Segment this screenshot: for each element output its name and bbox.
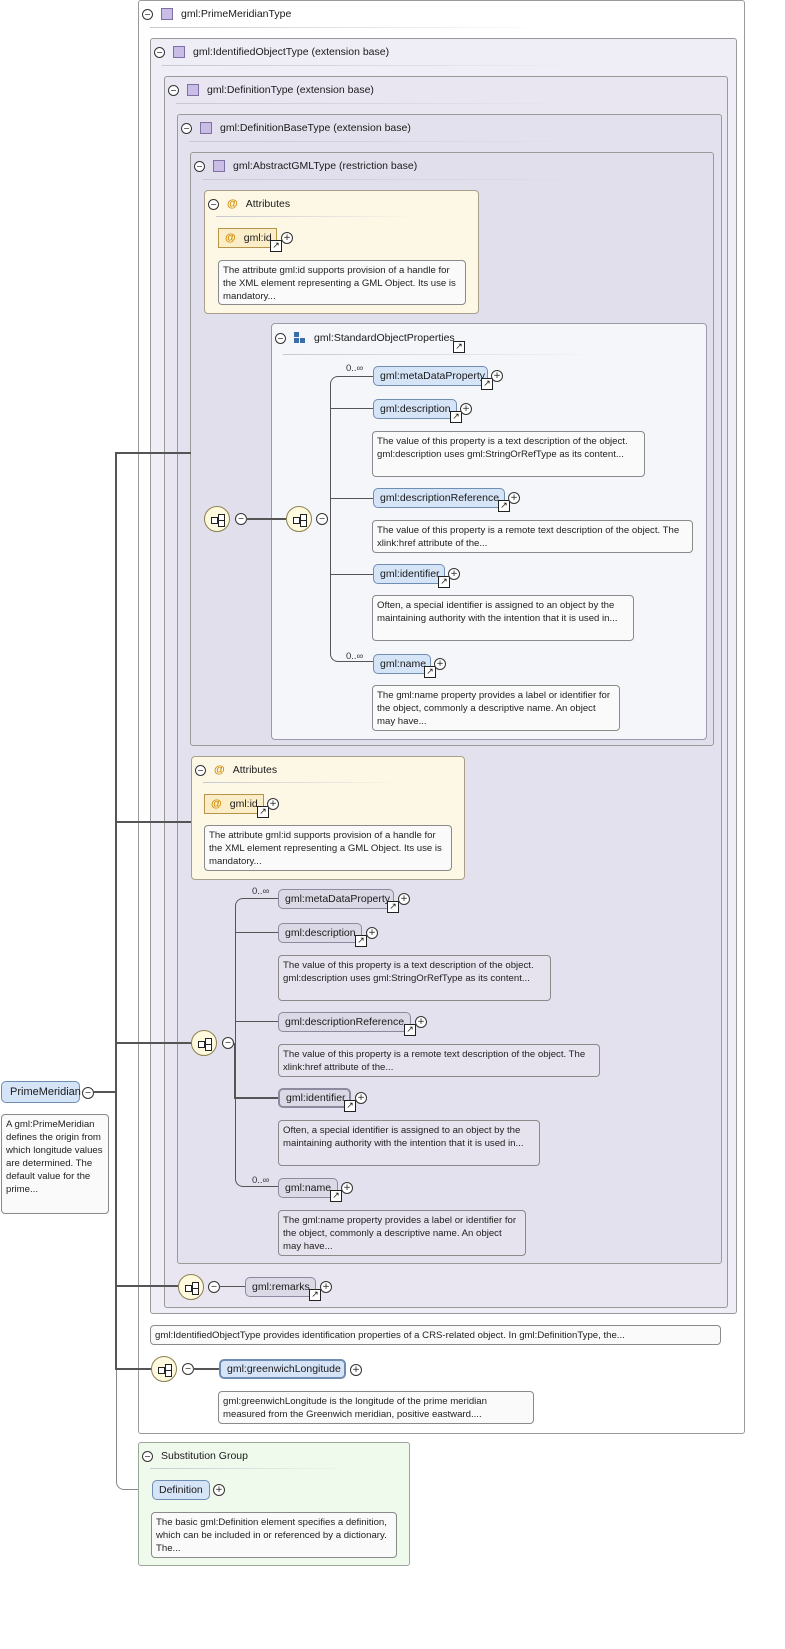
gml-name-element[interactable]: gml:name [278,1178,338,1198]
arrow-ne-icon[interactable]: ↗ [270,240,282,252]
at-sign-icon: @ [211,798,222,810]
plus-circle-icon[interactable]: + [491,370,503,382]
complex-type-icon [187,84,199,96]
arrow-ne-icon[interactable]: ↗ [309,1289,321,1301]
sequence-compositor-icon[interactable] [286,506,312,532]
plus-circle-icon[interactable]: + [448,568,460,580]
complex-type-icon [213,160,225,172]
gml-identifier-element[interactable]: gml:identifier [373,564,445,584]
gml-identifier-element[interactable]: gml:identifier [278,1088,351,1108]
minus-circle-icon[interactable]: − [82,1087,94,1099]
gml-id-description: The attribute gml:id supports provision … [204,825,452,871]
arrow-ne-icon[interactable]: ↗ [344,1100,356,1112]
arrow-ne-icon[interactable]: ↗ [453,341,465,353]
frame-title: gml:DefinitionType (extension base) [207,84,374,96]
substitution-header: Substitution Group [161,1450,248,1462]
definition-desc: The basic gml:Definition element specifi… [151,1512,397,1558]
sequence-compositor-icon[interactable] [178,1274,204,1300]
gml-identifier-desc: Often, a special identifier is assigned … [372,595,634,641]
plus-circle-icon[interactable]: + [281,232,293,244]
minus-circle-icon[interactable]: − [182,1363,194,1375]
collapse-icon[interactable]: − [194,160,205,172]
gml-metadataproperty-element[interactable]: gml:metaDataProperty [278,889,394,909]
arrow-ne-icon[interactable]: ↗ [450,411,462,423]
collapse-icon[interactable]: − [275,332,286,344]
gml-description-desc: The value of this property is a text des… [278,955,551,1001]
frame-title: gml:IdentifiedObjectType (extension base… [193,46,390,58]
gml-identifier-desc: Often, a special identifier is assigned … [278,1120,540,1166]
gml-id-description: The attribute gml:id supports provision … [218,260,466,305]
plus-circle-icon[interactable]: + [320,1281,332,1293]
minus-circle-icon[interactable]: − [208,1281,220,1293]
gml-greenwichlongitude-element[interactable]: gml:greenwichLongitude [219,1359,346,1379]
plus-circle-icon[interactable]: + [267,798,279,810]
plus-circle-icon[interactable]: + [366,927,378,939]
arrow-ne-icon[interactable]: ↗ [387,901,399,913]
at-sign-icon: @ [214,764,225,776]
arrow-ne-icon[interactable]: ↗ [404,1024,416,1036]
gml-description-element[interactable]: gml:description [278,923,362,943]
sequence-compositor-icon[interactable] [151,1356,177,1382]
at-sign-icon: @ [227,198,238,210]
sequence-compositor-icon[interactable] [191,1030,217,1056]
gml-greenwichlongitude-desc: gml:greenwichLongitude is the longitude … [218,1391,534,1424]
attributes-header: Attributes [232,764,278,776]
plus-circle-icon[interactable]: + [398,893,410,905]
complex-type-icon [161,8,173,20]
gml-metadataproperty-element[interactable]: gml:metaDataProperty [373,366,488,386]
collapse-icon[interactable]: − [181,122,192,134]
plus-circle-icon[interactable]: + [415,1016,427,1028]
complex-type-icon [173,46,185,58]
prime-meridian-desc: A gml:PrimeMeridian defines the origin f… [1,1114,109,1214]
gml-descriptionreference-desc: The value of this property is a remote t… [372,520,693,553]
sequence-compositor-icon[interactable] [204,506,230,532]
frame-title: gml:DefinitionBaseType (extension base) [220,122,411,134]
gml-remarks-element[interactable]: gml:remarks [245,1277,316,1297]
arrow-ne-icon[interactable]: ↗ [481,378,493,390]
frame-title: gml:PrimeMeridianType [181,8,292,20]
arrow-ne-icon[interactable]: ↗ [424,666,436,678]
collapse-icon[interactable]: − [142,8,153,20]
collapse-icon[interactable]: − [208,198,219,210]
at-sign-icon: @ [225,232,236,244]
attributes-header: Attributes [245,198,291,210]
gml-name-desc: The gml:name property provides a label o… [372,685,620,731]
collapse-icon[interactable]: − [142,1450,153,1462]
minus-circle-icon[interactable]: − [222,1037,234,1049]
collapse-icon[interactable]: − [154,46,165,58]
gml-id-attribute[interactable]: @ gml:id [204,794,264,814]
group-icon [294,332,306,344]
plus-circle-icon[interactable]: + [460,403,472,415]
arrow-ne-icon[interactable]: ↗ [498,500,510,512]
gml-descriptionreference-element[interactable]: gml:descriptionReference [278,1012,411,1032]
plus-circle-icon[interactable]: + [350,1364,362,1376]
prime-meridian-element[interactable]: PrimeMeridian [1,1081,81,1103]
standard-props-header: gml:StandardObjectProperties [314,332,455,344]
plus-circle-icon[interactable]: + [213,1484,225,1496]
arrow-ne-icon[interactable]: ↗ [438,576,450,588]
gml-descriptionreference-desc: The value of this property is a remote t… [278,1044,600,1077]
definition-element[interactable]: Definition [152,1480,210,1500]
collapse-icon[interactable]: − [195,764,206,776]
complex-type-icon [200,122,212,134]
arrow-ne-icon[interactable]: ↗ [257,806,269,818]
arrow-ne-icon[interactable]: ↗ [355,935,367,947]
plus-circle-icon[interactable]: + [355,1092,367,1104]
collapse-icon[interactable]: − [168,84,179,96]
identified-object-type-desc: gml:IdentifiedObjectType provides identi… [150,1325,721,1345]
arrow-ne-icon[interactable]: ↗ [330,1190,342,1202]
plus-circle-icon[interactable]: + [341,1182,353,1194]
gml-id-attribute[interactable]: @ gml:id [218,228,277,248]
plus-circle-icon[interactable]: + [434,658,446,670]
gml-name-element[interactable]: gml:name [373,654,431,674]
gml-description-element[interactable]: gml:description [373,399,457,419]
gml-name-desc: The gml:name property provides a label o… [278,1210,526,1256]
plus-circle-icon[interactable]: + [508,492,520,504]
minus-circle-icon[interactable]: − [316,513,328,525]
gml-description-desc: The value of this property is a text des… [372,431,645,477]
gml-descriptionreference-element[interactable]: gml:descriptionReference [373,488,505,508]
frame-title: gml:AbstractGMLType (restriction base) [233,160,418,172]
